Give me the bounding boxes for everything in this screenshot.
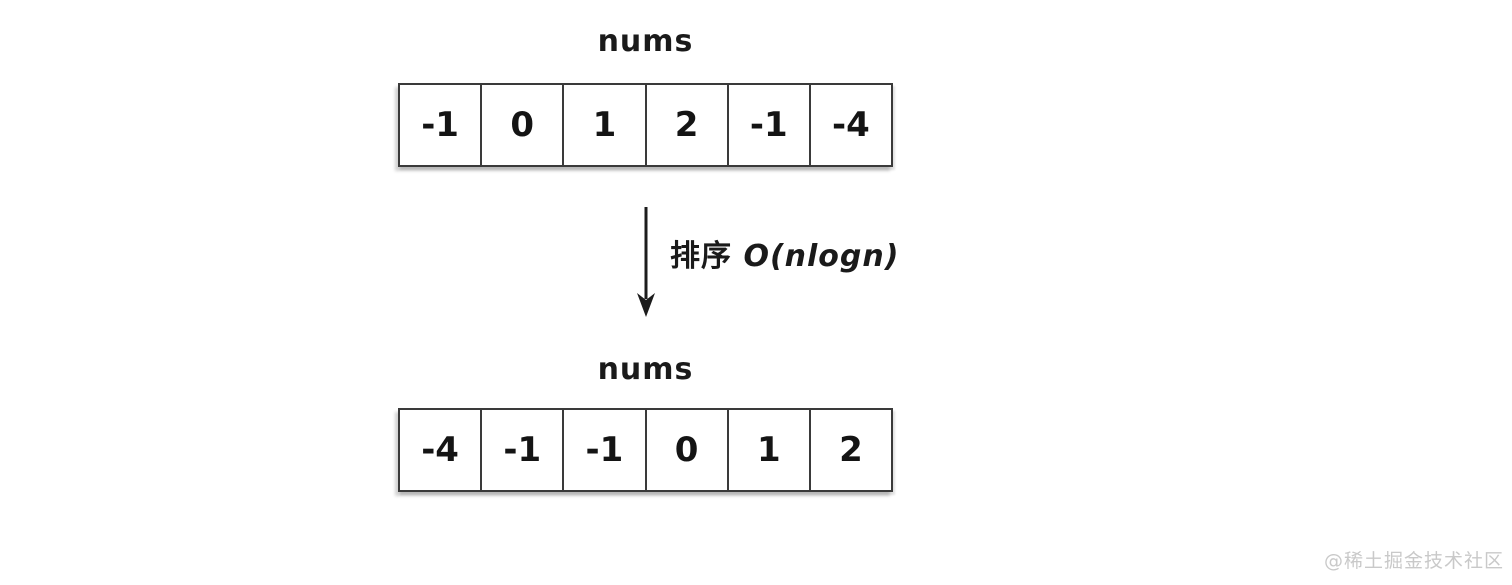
bottom-array-cell: -1 [562, 410, 644, 490]
top-array-cell: 0 [480, 85, 562, 165]
top-array-cell: -1 [726, 85, 809, 165]
top-array-cell: 1 [562, 85, 644, 165]
bottom-array-cell: 0 [644, 410, 727, 490]
bottom-array-cell: 2 [808, 410, 891, 490]
top-array-label: nums [597, 24, 694, 59]
bottom-array-cell: -4 [421, 430, 459, 470]
watermark: @稀土掘金技术社区 [1323, 550, 1504, 572]
top-array-cell: -1 [421, 105, 459, 145]
transition-label: 排序 O(nlogn) [670, 231, 899, 275]
top-array-cell: -4 [808, 85, 891, 165]
transition-label-cn: 排序 [670, 239, 732, 274]
down-arrow-icon [635, 205, 657, 317]
bottom-array-cell: -1 [480, 410, 562, 490]
top-array-cell: 2 [644, 85, 727, 165]
bottom-array-label: nums [597, 352, 694, 387]
top-array: -1 0 1 2 -1 -4 [398, 83, 893, 167]
bottom-array: -4 -1 -1 0 1 2 [398, 408, 893, 492]
transition-label-complexity: O(nlogn) [743, 239, 900, 274]
bottom-array-cell: 1 [726, 410, 809, 490]
